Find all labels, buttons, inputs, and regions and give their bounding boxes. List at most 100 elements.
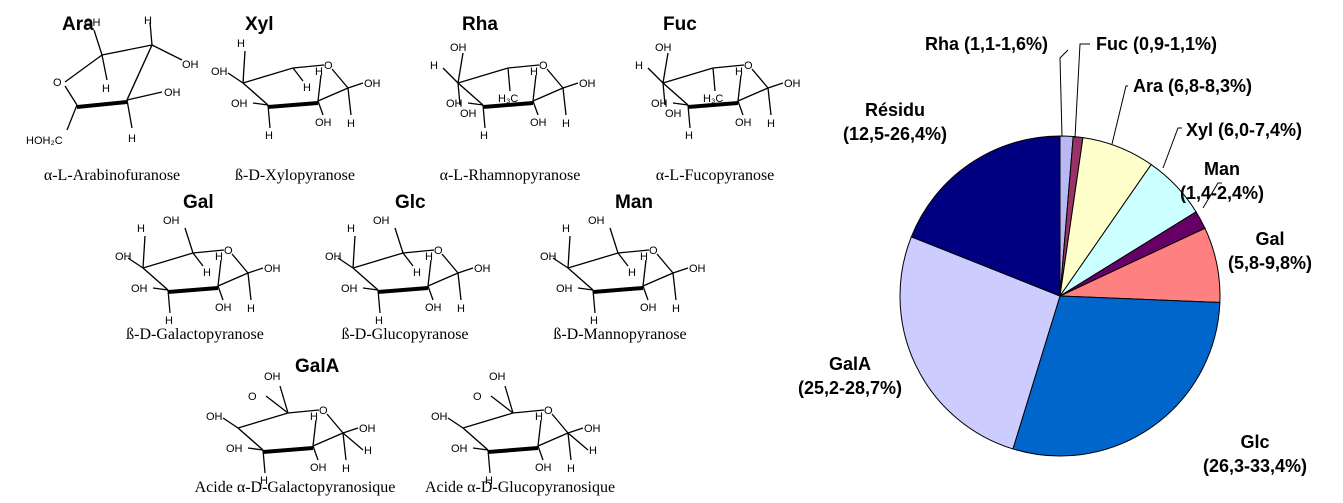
sugar-name: Acide α-D-Glucopyranosique (424, 479, 616, 496)
ring-oxygen-label: O (224, 245, 233, 257)
h-label: H (535, 411, 543, 423)
oh-label: OH (460, 108, 477, 120)
ring-oxygen-label: O (544, 405, 553, 417)
bond-line (427, 285, 434, 301)
bond-line (126, 44, 153, 101)
sugar-name: α-L-Rhamnopyranose (439, 167, 581, 184)
bond-line (262, 449, 266, 474)
bond-line (552, 257, 569, 269)
bond-line (504, 385, 514, 414)
oh-label: OH (535, 462, 552, 474)
oh-label: OH (665, 108, 682, 120)
h-label: H (628, 267, 636, 279)
bond-line (267, 104, 271, 129)
bond-line (126, 91, 163, 101)
bond-line (292, 64, 325, 69)
sugar-abbreviation: GalA (295, 356, 340, 377)
sugar-name: ß-D-Galactopyranose (126, 326, 264, 343)
bond-line (227, 72, 244, 84)
bond-line (331, 68, 349, 89)
bond-line (662, 82, 689, 106)
oh-label: OH (325, 251, 342, 263)
h-label: H (215, 251, 223, 263)
bond-line (617, 249, 650, 254)
h-label: H (237, 38, 245, 50)
bond-line (567, 267, 594, 291)
h-label: H (562, 118, 570, 130)
sugar-abbreviation: Ara (62, 14, 94, 35)
h-label: H (375, 315, 383, 327)
bond-line (292, 67, 304, 82)
bond-line (672, 102, 689, 106)
oh-label: OH (315, 117, 332, 129)
oh-label: OH (689, 263, 706, 275)
pie-slice-residu (910, 135, 1061, 297)
bond-line (532, 74, 537, 102)
sugar-name: ß-D-Glucopyranose (341, 326, 469, 343)
bold-bond (77, 100, 127, 109)
leader-line-man (1202, 182, 1222, 209)
h-label: H (342, 463, 350, 475)
oh-label: OH (231, 98, 248, 110)
oh-label: OH (264, 263, 281, 275)
oh-label: OH (364, 78, 381, 90)
bond-line (217, 285, 224, 301)
bond-line (142, 252, 194, 269)
bond-line (217, 259, 222, 287)
bond-line (567, 235, 571, 269)
bond-line (287, 409, 320, 414)
h-label: H (735, 66, 743, 78)
h-label: H (567, 463, 575, 475)
bond-line (237, 412, 289, 429)
ring-oxygen-label: O (434, 245, 443, 257)
ring-oxygen-label: O (53, 77, 62, 89)
bond-line (252, 102, 269, 106)
h-label: H (767, 118, 775, 130)
bold-bond (168, 286, 218, 294)
bond-line (317, 87, 349, 102)
oh-label: OH (556, 283, 573, 295)
bold-bond (593, 286, 643, 294)
bond-line (142, 235, 146, 269)
bond-line (490, 395, 514, 414)
bond-line (64, 85, 78, 106)
slice-label-xyl: Xyl (6,0-7,4%) (1186, 120, 1302, 140)
sugar-name: α-L-Fucopyranose (655, 167, 775, 184)
bond-line (642, 259, 647, 287)
bond-line (352, 267, 379, 291)
oh-label: OH (784, 78, 801, 90)
h-label: H (303, 82, 311, 94)
h-label: H (635, 60, 643, 72)
oh-label: OH (206, 411, 223, 423)
bond-line (192, 249, 225, 254)
pie-slice-gala (899, 236, 1061, 450)
bond-line (66, 104, 78, 131)
bond-line (642, 285, 649, 301)
bond-line (279, 385, 289, 414)
methyl-label: H₃C (498, 93, 518, 105)
bond-line (656, 253, 674, 274)
bond-line (462, 412, 514, 429)
bond-line (751, 68, 769, 89)
bond-line (537, 419, 542, 447)
bond-line (617, 252, 629, 267)
bond-line (672, 272, 677, 301)
bond-line (546, 68, 564, 89)
slice-label-gala: GalA(25,2-28,7%) (798, 354, 902, 398)
bond-line (247, 267, 264, 274)
ring-oxygen-label: O (744, 60, 753, 72)
oh-label: OH (182, 59, 199, 71)
bond-line (672, 267, 689, 274)
h-label: H (430, 60, 438, 72)
bond-line (447, 417, 464, 429)
slice-label-residu: Résidu(12,5-26,4%) (843, 100, 947, 144)
h-label: H (144, 15, 152, 27)
